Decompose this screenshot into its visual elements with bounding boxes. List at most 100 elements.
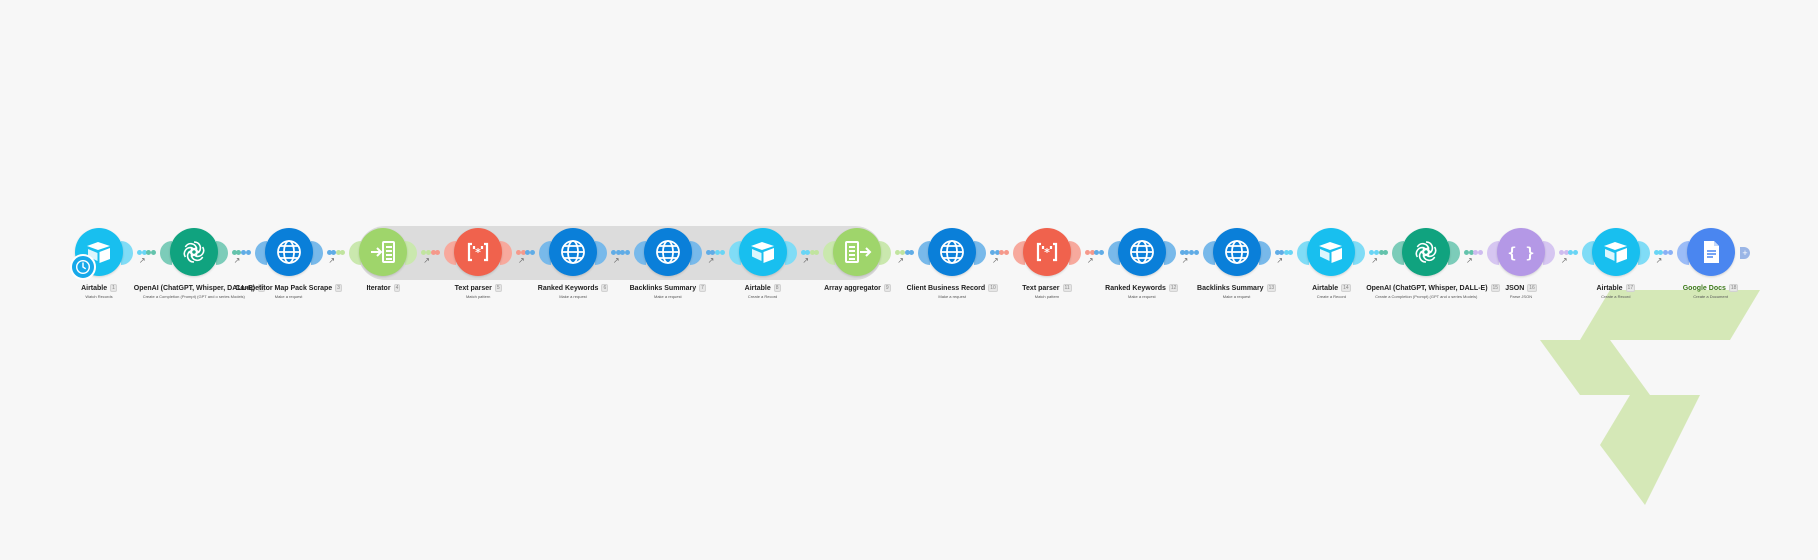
module-output-port[interactable] [1543, 241, 1555, 265]
module-bubble[interactable] [643, 228, 692, 276]
connection-route[interactable] [1559, 250, 1578, 256]
connection-dot [331, 250, 337, 255]
module-input-port[interactable] [1581, 241, 1594, 265]
module-input-port[interactable] [1487, 241, 1499, 265]
connection-route[interactable] [421, 250, 441, 256]
connection-route[interactable] [705, 250, 725, 256]
module-output-port[interactable] [1163, 241, 1176, 265]
module-bubble[interactable] [1686, 228, 1735, 276]
route-settings-icon[interactable]: ↗ [1086, 256, 1094, 265]
route-settings-icon[interactable]: ↗ [328, 256, 336, 265]
module-output-port[interactable] [1353, 241, 1366, 265]
module-input-port[interactable] [918, 241, 931, 265]
module-output-port[interactable] [310, 241, 323, 265]
module-input-port[interactable] [159, 241, 172, 265]
module-input-port[interactable] [539, 241, 551, 265]
module-output-port[interactable] [215, 241, 228, 265]
connection-route[interactable] [137, 250, 156, 256]
module-output-port[interactable] [784, 241, 797, 265]
module-bubble[interactable] [264, 228, 313, 276]
module-input-port[interactable] [1107, 241, 1120, 265]
module-name: Competitor Map Pack Scrape [235, 285, 333, 292]
module-bubble[interactable] [1212, 228, 1261, 276]
connection-route[interactable] [1653, 250, 1673, 256]
connection-route[interactable] [231, 250, 251, 256]
route-settings-icon[interactable]: ↗ [233, 256, 241, 265]
module-bubble[interactable] [1591, 228, 1640, 276]
connection-dot [611, 250, 616, 255]
module-number-badge: 13 [1266, 284, 1277, 293]
module-output-port[interactable] [1069, 241, 1081, 265]
module-output-port[interactable] [1448, 241, 1461, 265]
module-bubble[interactable]: * [1023, 228, 1071, 276]
module-bubble[interactable] [169, 228, 218, 276]
route-settings-icon[interactable]: ↗ [707, 256, 715, 265]
module-bubble[interactable]: * [454, 228, 503, 276]
route-settings-icon[interactable]: ↗ [992, 256, 999, 265]
route-settings-icon[interactable]: ↗ [897, 256, 904, 265]
module-input-port[interactable] [823, 241, 836, 265]
connection-route[interactable] [1464, 250, 1483, 256]
module-bubble[interactable] [359, 228, 408, 276]
clock-icon[interactable] [70, 254, 96, 280]
module-input-port[interactable] [633, 241, 646, 265]
connection-route[interactable] [1369, 250, 1389, 256]
module-bubble[interactable] [549, 228, 597, 276]
route-settings-icon[interactable]: ↗ [1655, 256, 1663, 265]
module-bubble[interactable] [738, 228, 787, 276]
module-input-port[interactable] [1297, 241, 1310, 265]
connection-dot [1477, 250, 1483, 255]
module-output-port[interactable] [500, 241, 513, 265]
module-output-port[interactable] [595, 241, 607, 265]
connection-route[interactable] [326, 250, 346, 256]
module-input-port[interactable] [254, 241, 267, 265]
module-action: Create a Record [747, 294, 778, 299]
connection-route[interactable] [895, 250, 915, 256]
module-number-badge: 18 [1728, 284, 1739, 293]
connection-route[interactable] [800, 250, 820, 256]
connection-route[interactable] [990, 250, 1009, 256]
airtable-icon [1316, 237, 1346, 267]
route-settings-icon[interactable]: ↗ [1276, 256, 1284, 265]
route-settings-icon[interactable]: ↗ [1371, 256, 1378, 265]
module-input-port[interactable] [349, 241, 362, 265]
module-bubble[interactable] [833, 228, 882, 276]
module-name: Google Docs [1682, 285, 1726, 292]
module-input-port[interactable] [1202, 241, 1215, 265]
add-module-button[interactable]: + [1740, 247, 1750, 259]
module-output-port[interactable] [1258, 241, 1271, 265]
route-settings-icon[interactable]: ↗ [1181, 256, 1189, 265]
connection-route[interactable] [1274, 250, 1294, 256]
module-input-port[interactable] [1676, 241, 1689, 265]
module-input-port[interactable] [444, 241, 457, 265]
connection-route[interactable] [1179, 250, 1199, 256]
connection-dot [1089, 250, 1095, 255]
module-bubble[interactable] [1117, 228, 1166, 276]
route-settings-icon[interactable]: ↗ [518, 256, 525, 265]
route-settings-icon[interactable]: ↗ [1466, 256, 1473, 265]
route-settings-icon[interactable]: ↗ [138, 256, 146, 265]
connection-dot [895, 250, 901, 255]
module-output-port[interactable] [974, 241, 987, 265]
module-bubble[interactable] [1402, 228, 1451, 276]
module-output-port[interactable] [689, 241, 702, 265]
module-output-port[interactable] [405, 241, 418, 265]
connection-route[interactable] [516, 250, 535, 256]
module-output-port[interactable] [1637, 241, 1650, 265]
route-settings-icon[interactable]: ↗ [612, 256, 620, 265]
module-bubble[interactable]: { } [1497, 228, 1545, 276]
module-bubble[interactable] [928, 228, 977, 276]
connection-route[interactable] [1085, 250, 1104, 256]
module-output-port[interactable] [121, 241, 133, 265]
module-bubble[interactable] [1307, 228, 1356, 276]
module-input-port[interactable] [728, 241, 741, 265]
route-settings-icon[interactable]: ↗ [802, 256, 810, 265]
connection-route[interactable] [611, 250, 630, 256]
module-input-port[interactable] [1392, 241, 1405, 265]
module-output-port[interactable] [879, 241, 892, 265]
route-settings-icon[interactable]: ↗ [1560, 256, 1568, 265]
route-settings-icon[interactable]: ↗ [423, 256, 430, 265]
module-input-port[interactable] [1013, 241, 1025, 265]
